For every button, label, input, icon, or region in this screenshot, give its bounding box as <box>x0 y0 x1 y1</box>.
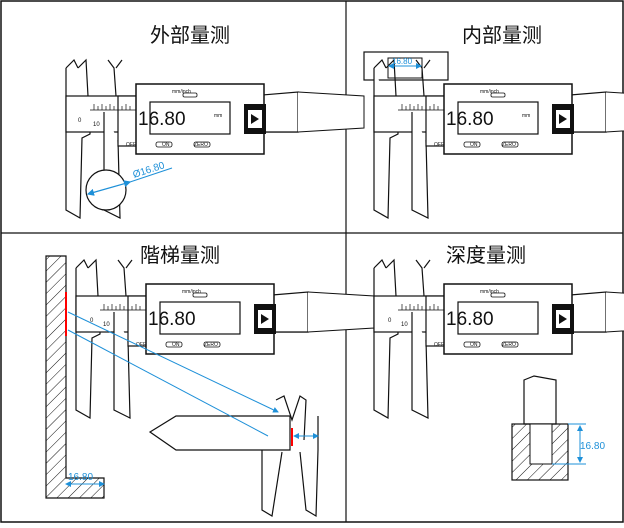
detail-jaw-top <box>275 395 307 441</box>
zero-label: ZERO <box>204 342 218 348</box>
unit-toggle-label: mm/inch <box>480 289 499 295</box>
unit-toggle-label: mm/inch <box>480 89 499 95</box>
off-label: OFF <box>434 342 444 348</box>
unit-toggle-label: mm/inch <box>182 289 201 295</box>
zero-label: ZERO <box>502 142 516 148</box>
dimension-arrow <box>86 180 132 196</box>
lcd-reading: 16.80 <box>446 109 494 130</box>
lcd-reading: 16.80 <box>148 309 196 330</box>
scale-zero: 0 <box>388 318 392 324</box>
panel-title: 深度量测 <box>446 244 526 267</box>
dimension-label: 16.80 <box>580 441 605 452</box>
measured-workpiece <box>85 169 127 211</box>
scale-zero: 0 <box>78 118 82 124</box>
on-label: ON <box>162 142 170 148</box>
off-label: OFF <box>434 142 444 148</box>
panel-title: 階梯量测 <box>140 244 220 267</box>
lcd-reading: 16.80 <box>138 109 186 130</box>
on-label: ON <box>470 342 478 348</box>
detail-jaw-bottom <box>261 449 319 518</box>
dimension-label: 16.80 <box>392 57 413 66</box>
scale-ten: 10 <box>103 322 110 328</box>
zero-label: ZERO <box>194 142 208 148</box>
callout-leader-upper <box>67 311 279 413</box>
lcd-reading: 16.80 <box>446 309 494 330</box>
depth-rod <box>523 375 557 425</box>
scale-ten: 10 <box>401 322 408 328</box>
scale-zero: 0 <box>90 318 94 324</box>
dimension-label: 16.80 <box>68 472 93 483</box>
on-label: ON <box>470 142 478 148</box>
panel-step-measurement: 階梯量测 mm/inch 16.80 OFF ON ZERO 0 10 16.8… <box>45 244 375 518</box>
panel-depth-measurement: 深度量测 mm/inch 16.80 OFF ON ZERO 0 10 16.8… <box>373 244 624 481</box>
lcd-unit: mm <box>522 113 530 119</box>
off-label: OFF <box>126 142 136 148</box>
callout-leader-lower <box>67 329 269 437</box>
dimension-leader <box>129 167 173 183</box>
on-label: ON <box>172 342 180 348</box>
panel-title: 内部量测 <box>462 24 542 47</box>
panel-title: 外部量测 <box>150 24 230 47</box>
panel-inside-measurement: 内部量测 mm/inch 16.80 mm OFF ON ZERO 16.80 <box>363 24 624 219</box>
detail-caliper-body <box>148 415 291 451</box>
unit-toggle-label: mm/inch <box>172 89 191 95</box>
lcd-unit: mm <box>214 113 222 119</box>
off-label: OFF <box>136 342 146 348</box>
depth-hole <box>529 423 553 465</box>
scale-ten: 10 <box>93 122 100 128</box>
zero-label: ZERO <box>502 342 516 348</box>
step-workpiece <box>45 255 105 499</box>
